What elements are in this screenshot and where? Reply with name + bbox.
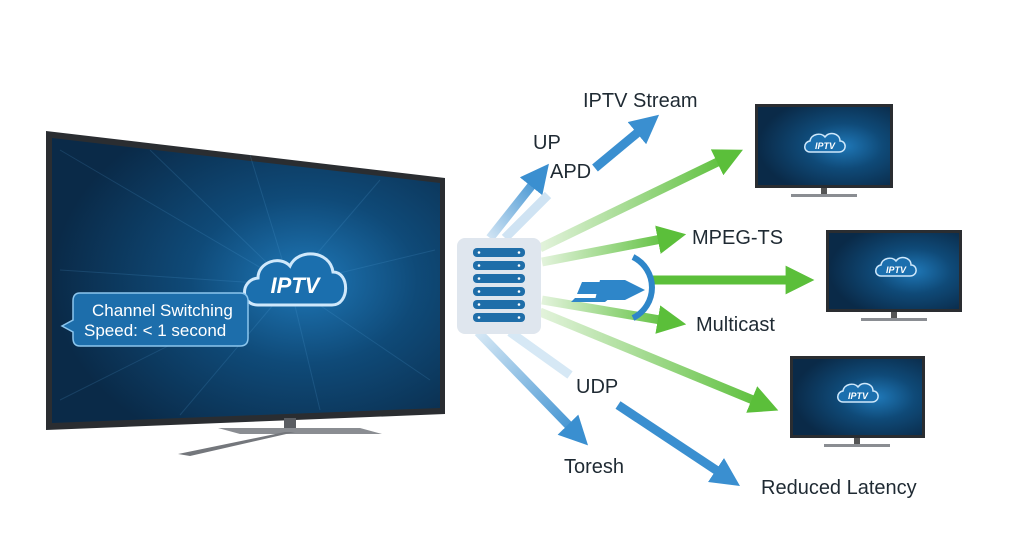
small-tv-1: IPTV (755, 104, 893, 197)
arrow-iptv-stream (592, 114, 660, 172)
arrow-apd (501, 191, 552, 242)
arrow-mpeg-ts (541, 225, 687, 267)
tv-1-cloud-label: IPTV (815, 141, 836, 151)
main-tv-screen (52, 138, 440, 423)
label-udp: UDP (576, 376, 618, 398)
cloud-icon (804, 132, 846, 153)
small-tv-2: IPTV (826, 230, 962, 321)
label-multicast: Multicast (696, 314, 775, 336)
cloud-icon: IPTV (243, 252, 348, 307)
arrow-tv-3 (538, 307, 779, 413)
label-up: UP (533, 132, 561, 154)
main-tv-stand (178, 418, 382, 456)
small-tv-3: IPTV (790, 356, 925, 447)
label-toresh: Toresh (564, 456, 624, 478)
channel-switching-callout: Channel Switching Speed: < 1 second (60, 292, 249, 347)
arrow-toresh (474, 328, 589, 446)
label-reduced-latency: Reduced Latency (761, 477, 917, 499)
server-rack-icon (457, 238, 541, 334)
arrow-reduced-latency (615, 401, 740, 486)
label-mpeg-ts: MPEG-TS (692, 227, 783, 249)
cloud-icon (837, 382, 879, 403)
tv-2-cloud-label: IPTV (886, 265, 907, 275)
arrows (474, 114, 815, 486)
main-cloud-label: IPTV (271, 273, 322, 298)
main-tv: IPTV Channel Switching Speed: < 1 second (46, 131, 445, 456)
label-iptv-stream: IPTV Stream (583, 90, 697, 112)
tv-3-cloud-label: IPTV (848, 391, 869, 401)
arrow-udp (507, 328, 573, 379)
callout-line-1: Channel Switching (92, 301, 233, 320)
arrow-up (486, 163, 549, 241)
fast-forward-arrow-icon (571, 254, 655, 321)
label-apd: APD (550, 161, 591, 183)
callout-line-2: Speed: < 1 second (84, 321, 226, 340)
arrow-tv-1 (538, 149, 743, 253)
cloud-icon (875, 256, 917, 277)
arrow-multicast (541, 295, 687, 334)
